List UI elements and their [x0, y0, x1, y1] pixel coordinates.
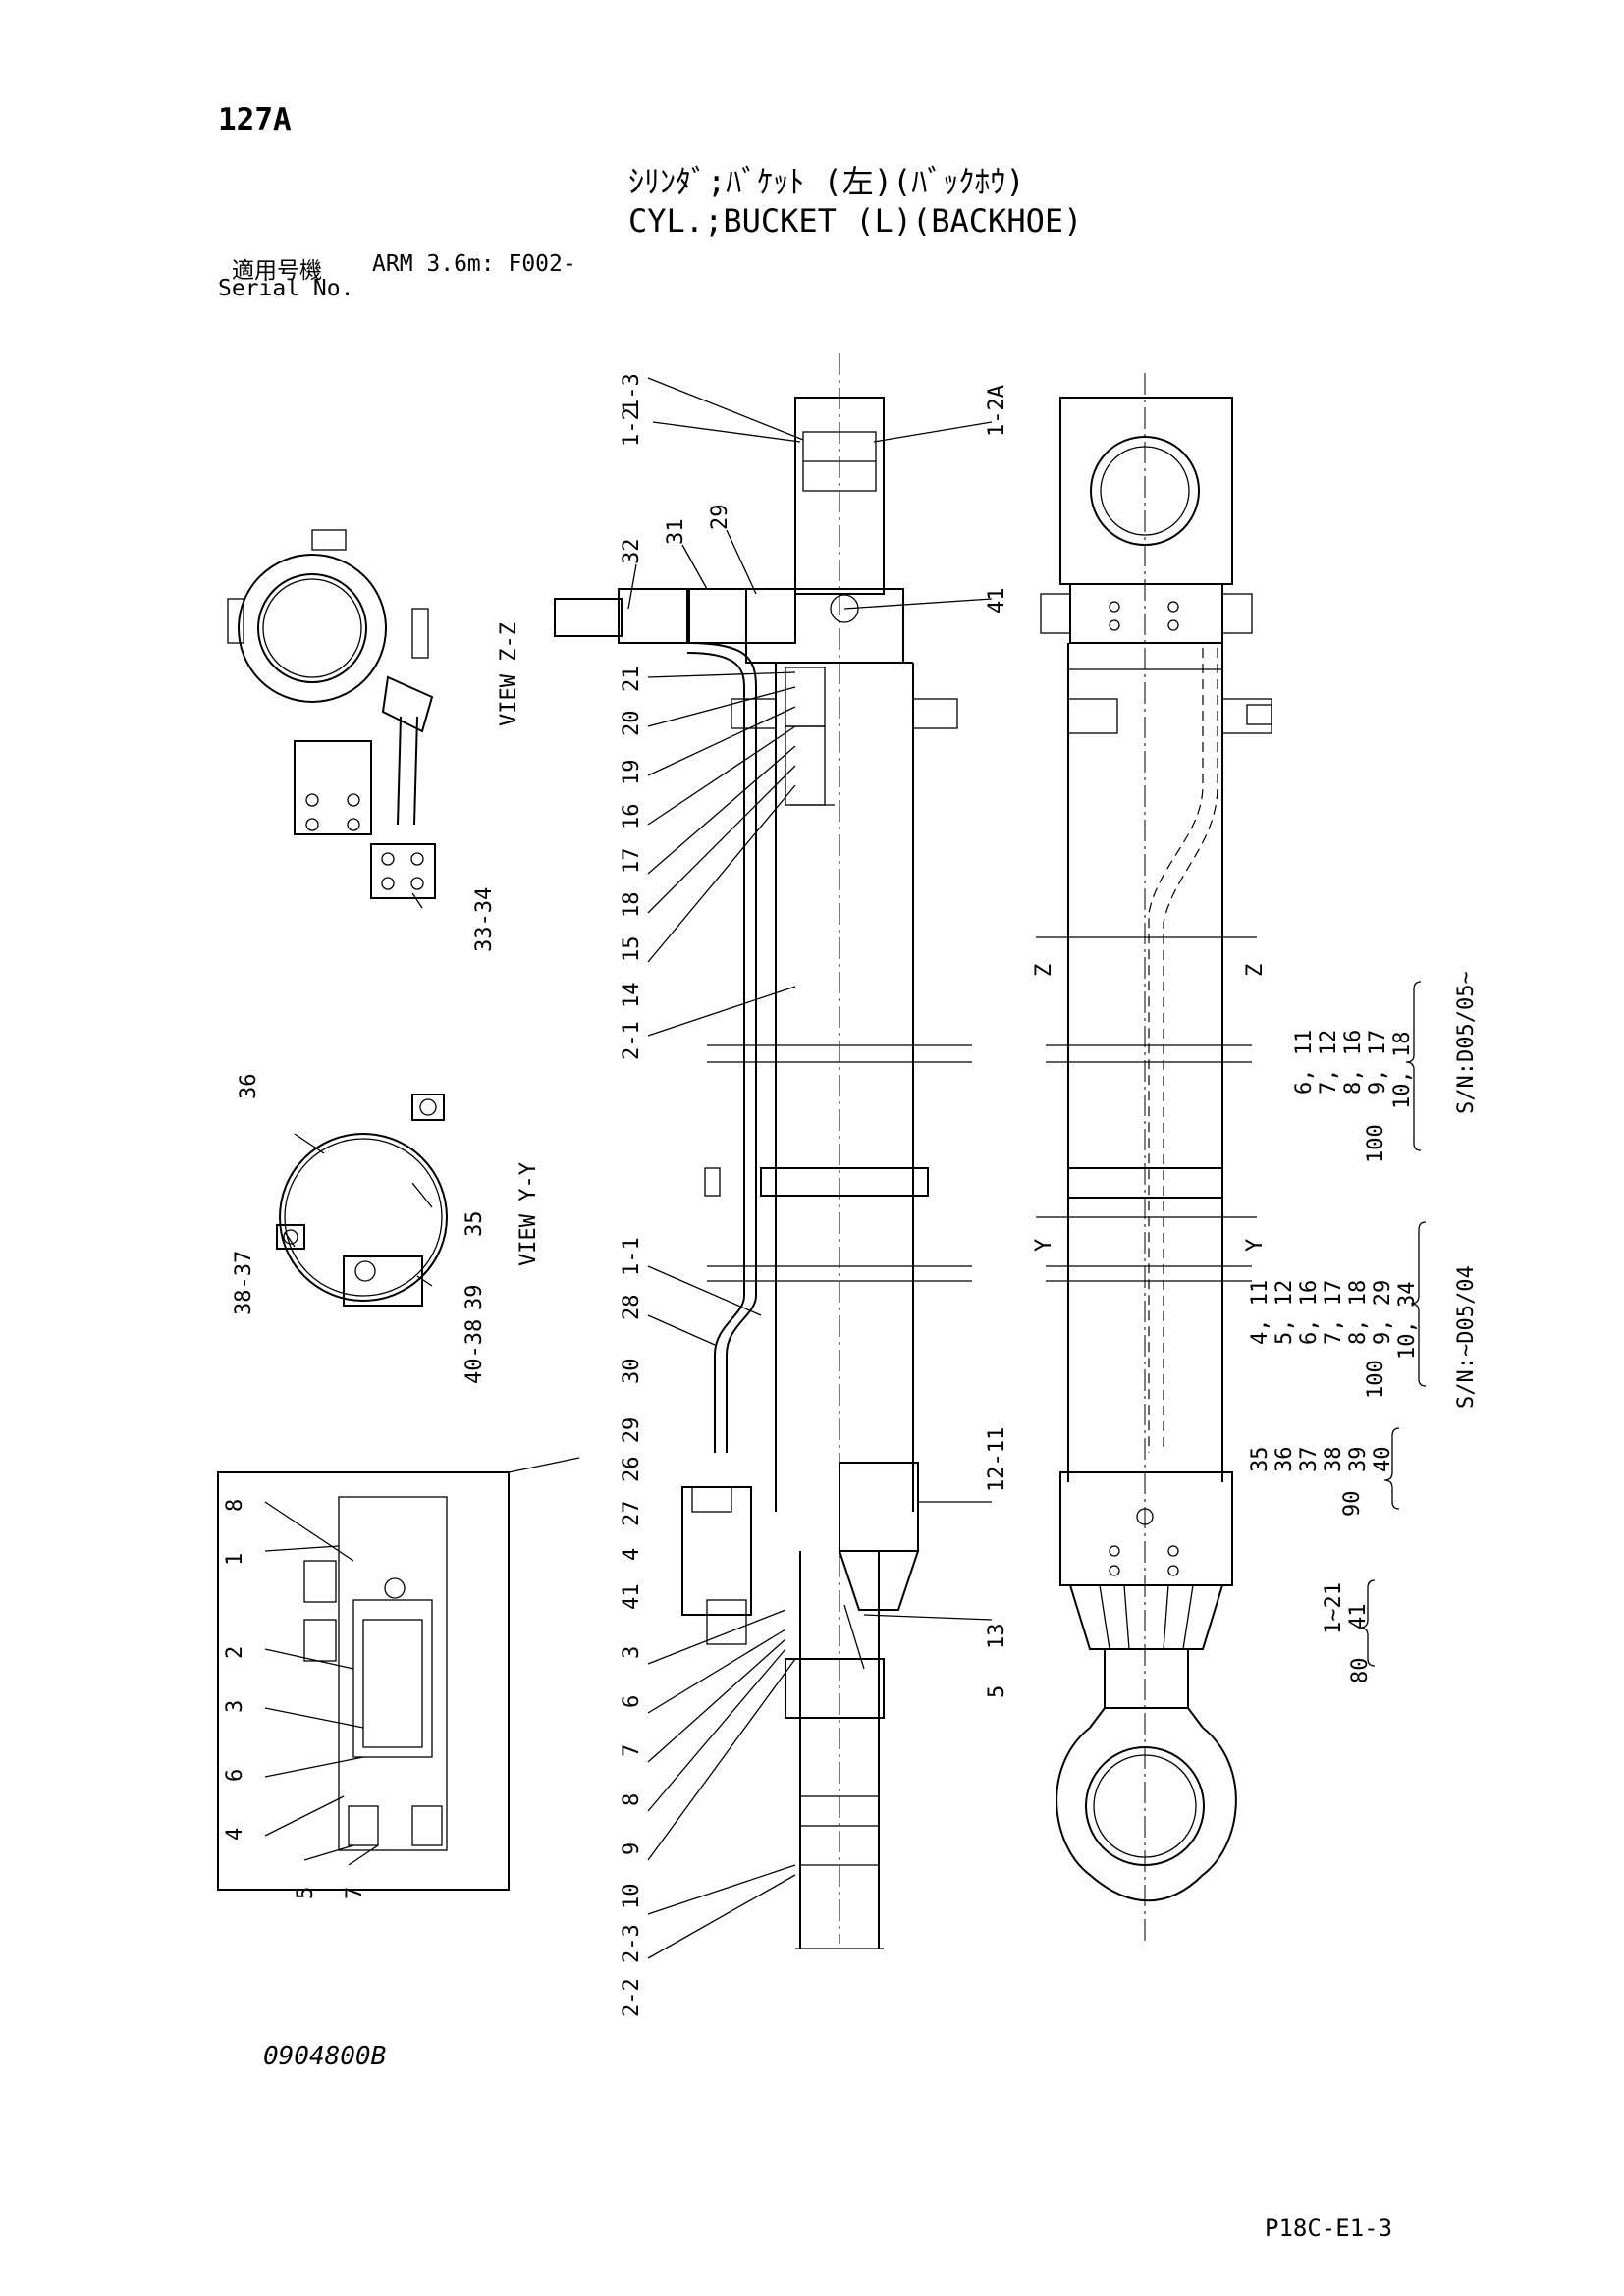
- y-mark-left: Y: [1032, 1239, 1056, 1252]
- group-100b-item-3: 7, 17: [1322, 1280, 1346, 1345]
- callout-29: 29: [708, 505, 732, 531]
- callout-30: 30: [620, 1359, 644, 1385]
- group-90-item-0: 35: [1248, 1447, 1272, 1473]
- view-zz-detail: [227, 529, 436, 899]
- callout-9: 9: [620, 1842, 644, 1855]
- group-80-prefix: 80: [1348, 1658, 1373, 1684]
- group-100a-item-2: 8, 16: [1341, 1030, 1366, 1095]
- group-100b-serial: S/N:~D05/04: [1454, 1265, 1479, 1409]
- detail-label-4: 4: [223, 1828, 247, 1841]
- callout-2-1-14: 2-1 14: [620, 983, 644, 1060]
- callout-1-1: 1-1: [620, 1237, 644, 1276]
- callout-15: 15: [620, 936, 644, 963]
- callout-41: 41: [985, 588, 1009, 614]
- group-90-item-5: 40: [1371, 1447, 1395, 1473]
- group-90-item-2: 37: [1297, 1447, 1322, 1473]
- callout-19: 19: [620, 760, 644, 786]
- detail-label-6: 6: [223, 1769, 247, 1782]
- callout-40-38: 40-38: [462, 1319, 487, 1384]
- page-code: P18C-E1-3: [1265, 2215, 1393, 2242]
- callout-38-37: 38-37: [232, 1251, 256, 1315]
- group-80-item-0: 1~21: [1322, 1582, 1346, 1634]
- group-100a-serial: S/N:D05/05~: [1454, 971, 1479, 1114]
- group-90-prefix: 90: [1340, 1491, 1365, 1518]
- group-100b-prefix: 100: [1364, 1360, 1388, 1399]
- callout-1-3: 1-3: [620, 373, 644, 412]
- boxed-detail: [217, 1457, 580, 1891]
- callout-20: 20: [620, 711, 644, 737]
- callout-32: 32: [620, 539, 644, 565]
- group-100b-item-2: 6, 16: [1297, 1280, 1322, 1345]
- view-yy-title: VIEW Y-Y: [516, 1162, 541, 1266]
- callout-4: 4: [620, 1548, 644, 1561]
- callout-21: 21: [620, 667, 644, 693]
- callout-28: 28: [620, 1295, 644, 1321]
- group-100b-item-6: 10, 34: [1395, 1282, 1420, 1360]
- callout-10: 10: [620, 1884, 644, 1910]
- callout-6: 6: [620, 1695, 644, 1708]
- callout-17: 17: [620, 848, 644, 875]
- callout-12-11: 12-11: [985, 1427, 1009, 1492]
- group-100a-item-1: 7, 12: [1317, 1030, 1341, 1095]
- callout-27: 27: [620, 1501, 644, 1527]
- callout-36: 36: [237, 1074, 261, 1100]
- group-90-item-3: 38: [1322, 1447, 1346, 1473]
- title-english: CYL.;BUCKET (L)(BACKHOE): [628, 202, 1083, 240]
- group-100a-prefix: 100: [1364, 1124, 1388, 1163]
- detail-label-3: 3: [223, 1700, 247, 1713]
- callout-2-2: 2-2: [620, 1978, 644, 2017]
- view-yy-detail: [276, 1094, 448, 1307]
- group-100a-item-4: 10, 18: [1390, 1032, 1415, 1109]
- group-90-item-1: 36: [1272, 1447, 1297, 1473]
- serial-label: Serial No.: [218, 276, 354, 301]
- group-100b-item-4: 8, 18: [1346, 1280, 1371, 1345]
- group-100b-item-0: 4, 11: [1248, 1280, 1272, 1345]
- z-mark-right: Z: [1243, 964, 1268, 977]
- group-100a-item-3: 9, 17: [1366, 1030, 1390, 1095]
- z-mark-left: Z: [1032, 964, 1056, 977]
- group-100a-item-0: 6, 11: [1292, 1030, 1317, 1095]
- detail-label-2: 2: [223, 1646, 247, 1659]
- page-number: 127A: [218, 102, 292, 137]
- callout-16: 16: [620, 804, 644, 830]
- callout-1-2a: 1-2A: [985, 385, 1009, 437]
- rotated-callouts: 1-3 1-2 1-2A 32 31 29 41 21 20 19 16 17 …: [223, 373, 1479, 2017]
- group-100b-item-1: 5, 12: [1272, 1280, 1297, 1345]
- callout-5: 5: [985, 1685, 1009, 1698]
- group-80-item-1: 41: [1346, 1604, 1371, 1630]
- detail-label-8: 8: [223, 1499, 247, 1512]
- leader-lines: [264, 377, 993, 1959]
- group-90-item-4: 39: [1346, 1447, 1371, 1473]
- callout-31: 31: [664, 519, 688, 546]
- group-100b-item-5: 9, 29: [1371, 1280, 1395, 1345]
- callout-1-2: 1-2: [620, 407, 644, 447]
- applicable-value: ARM 3.6m: F002-: [372, 251, 576, 277]
- callout-39: 39: [462, 1285, 487, 1311]
- callout-33-34: 33-34: [472, 887, 497, 952]
- front-view: [1036, 373, 1272, 1944]
- callout-8: 8: [620, 1793, 644, 1806]
- detail-label-7: 7: [343, 1887, 367, 1899]
- callout-35: 35: [462, 1211, 487, 1238]
- group-brackets: [1359, 981, 1427, 1667]
- y-mark-right: Y: [1243, 1239, 1268, 1252]
- callout-26-29: 26 29: [620, 1417, 644, 1482]
- detail-label-5: 5: [294, 1887, 318, 1899]
- view-zz-title: VIEW Z-Z: [497, 622, 521, 726]
- detail-label-1: 1: [223, 1553, 247, 1566]
- title-japanese: ｼﾘﾝﾀﾞ;ﾊﾞｹｯﾄ (左)(ﾊﾞｯｸﾎｳ): [628, 163, 1025, 200]
- callout-2-3: 2-3: [620, 1924, 644, 1963]
- callout-13: 13: [985, 1624, 1009, 1650]
- callout-18: 18: [620, 892, 644, 919]
- callout-41b: 41: [620, 1584, 644, 1611]
- drawing-number: 0904800B: [263, 2042, 387, 2071]
- callout-7: 7: [620, 1744, 644, 1757]
- side-view: [554, 353, 972, 1949]
- callout-3: 3: [620, 1646, 644, 1659]
- applicable-label: 適用号機: [232, 258, 322, 284]
